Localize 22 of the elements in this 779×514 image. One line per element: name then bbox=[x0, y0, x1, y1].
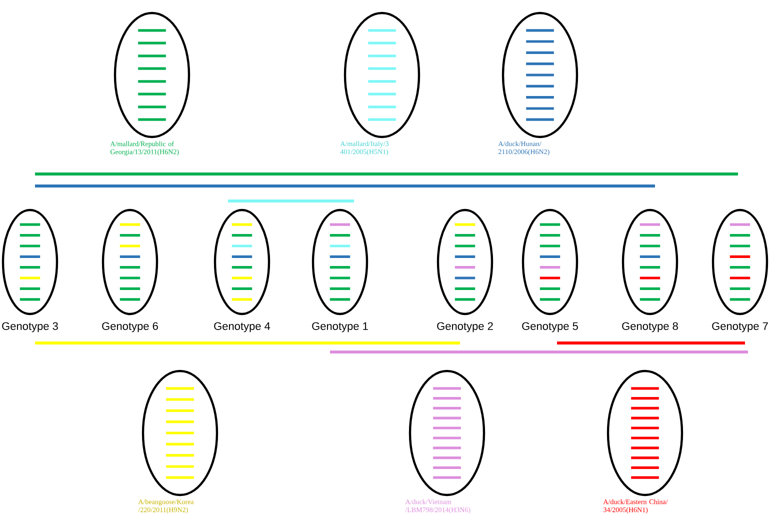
segment-oval-drawing bbox=[436, 208, 494, 316]
genotype-label: Genotype 4 bbox=[214, 322, 270, 332]
genotype-label: Genotype 8 bbox=[622, 322, 678, 332]
segment-oval-drawing bbox=[622, 208, 678, 316]
segment-oval-drawing bbox=[606, 370, 684, 496]
segment-oval-drawing bbox=[102, 208, 158, 316]
genotype-label: Genotype 3 bbox=[2, 322, 58, 332]
segment-oval-drawing bbox=[2, 208, 58, 316]
genotype-label: Genotype 1 bbox=[312, 322, 368, 332]
segment-oval-drawing bbox=[712, 208, 768, 316]
segment-oval-drawing bbox=[344, 12, 420, 138]
genotype-label: Genotype 5 bbox=[522, 322, 578, 332]
genotype-label: Genotype 6 bbox=[102, 322, 158, 332]
segment-oval-drawing bbox=[114, 12, 190, 138]
segment-oval-drawing bbox=[312, 208, 368, 316]
segment-oval-drawing bbox=[214, 208, 270, 316]
genotype-label: Genotype 7 bbox=[712, 322, 768, 332]
segment-oval-drawing bbox=[522, 208, 578, 316]
segment-oval-drawing bbox=[142, 370, 218, 496]
genotype-label: Genotype 2 bbox=[437, 322, 493, 332]
segment-oval-drawing bbox=[502, 12, 578, 138]
segment-oval-drawing bbox=[408, 370, 486, 496]
